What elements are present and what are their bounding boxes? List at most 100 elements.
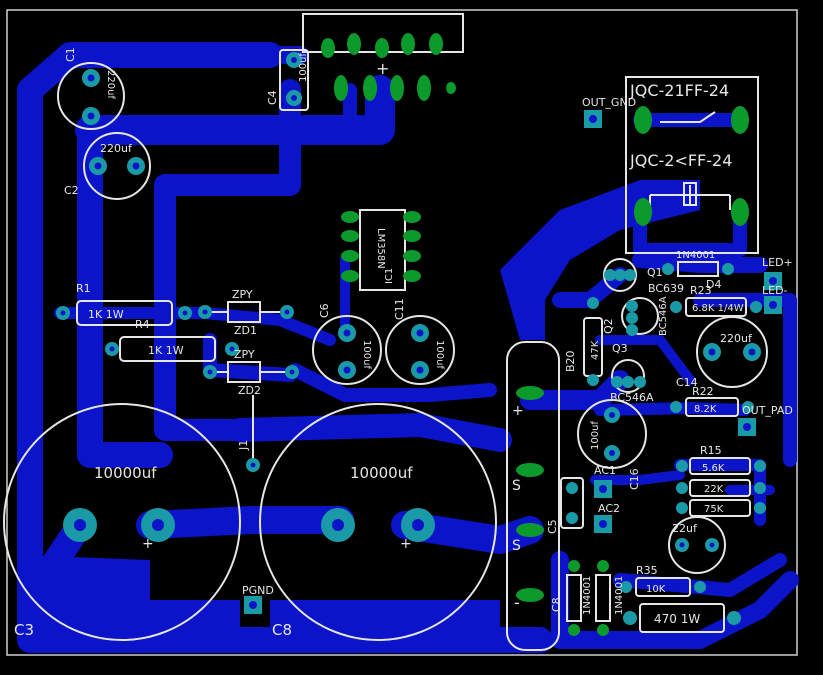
q2-label: Q2 bbox=[602, 318, 615, 334]
c6-label: C6 bbox=[318, 303, 331, 318]
ic1-value: LM358N bbox=[375, 228, 386, 269]
bridge-minus-label: - bbox=[514, 593, 520, 612]
c11-outline bbox=[385, 315, 455, 385]
c3-plus-label: + bbox=[142, 536, 154, 552]
led-minus-label: LED- bbox=[762, 284, 788, 297]
ic1-outline bbox=[359, 209, 406, 291]
c11-label: C11 bbox=[393, 298, 406, 320]
q3-label: Q3 bbox=[612, 342, 628, 355]
d-1n4001b-value: 1N4001 bbox=[614, 576, 625, 615]
ic1-label: IC1 bbox=[384, 268, 395, 284]
q1-value: BC639 bbox=[648, 282, 684, 295]
r20-value: 47K bbox=[590, 340, 601, 360]
c8-plus-label: + bbox=[400, 536, 412, 552]
c1-value: 220uf bbox=[105, 70, 116, 99]
relay-outline bbox=[625, 76, 759, 254]
c11-value: 100uf bbox=[434, 340, 445, 369]
pgnd-label: PGND bbox=[242, 584, 274, 597]
header-plus-label: + bbox=[376, 59, 389, 78]
board-outline bbox=[6, 9, 798, 656]
copper-layer bbox=[17, 42, 799, 653]
c4-outline bbox=[279, 49, 309, 111]
pads-layer bbox=[56, 33, 782, 636]
zd1-label: ZD1 bbox=[234, 324, 257, 337]
c16-value: 100uf bbox=[590, 421, 601, 450]
d-1n4001a-value: 1N4001 bbox=[582, 576, 593, 615]
c1-label: C1 bbox=[64, 47, 77, 62]
zpy2-label: ZPY bbox=[234, 348, 255, 361]
r23-outline bbox=[685, 297, 747, 317]
q2-outline bbox=[621, 297, 659, 335]
c14-value: 220uf bbox=[720, 332, 753, 345]
ac1-label: AC1 bbox=[594, 464, 616, 477]
r4-value: 1K 1W bbox=[148, 344, 184, 357]
r22-outline bbox=[685, 397, 739, 417]
r-low-outline bbox=[689, 499, 751, 517]
b20-label: B20 bbox=[564, 350, 577, 372]
c3-label: C3 bbox=[14, 621, 34, 639]
c6-value: 100uf bbox=[361, 340, 372, 369]
r4-outline bbox=[119, 336, 216, 362]
r22-label: R22 bbox=[692, 385, 714, 398]
r23-label: R23 bbox=[690, 284, 712, 297]
ac2-label: AC2 bbox=[598, 502, 620, 515]
zpy1-label: ZPY bbox=[232, 288, 253, 301]
c16-outline bbox=[577, 399, 647, 469]
r470-outline bbox=[639, 603, 725, 633]
c3-outline bbox=[3, 403, 241, 641]
r-mid-value: 22K bbox=[704, 484, 724, 495]
c4-value: 100uf bbox=[298, 53, 309, 82]
bridge-s1-label: S bbox=[512, 478, 521, 494]
d4-outline bbox=[677, 261, 719, 277]
r1-value: 1K 1W bbox=[88, 308, 124, 321]
r15-outline bbox=[689, 457, 751, 475]
out-pad-label: OUT_PAD bbox=[742, 404, 793, 417]
r35-value: 10K bbox=[646, 584, 666, 595]
relay-top-label: JQC-21FF-24 bbox=[629, 81, 729, 100]
cap-big1-value: 10000uf bbox=[94, 464, 157, 482]
led-plus-label: LED+ bbox=[762, 256, 793, 269]
cap-big2-value: 10000uf bbox=[350, 464, 413, 482]
c22-value: 22uf bbox=[672, 522, 698, 535]
c6-outline bbox=[312, 315, 382, 385]
bridge-outline bbox=[506, 341, 560, 651]
r-low-value: 75K bbox=[704, 504, 724, 515]
r23-value: 6.8K 1/4W bbox=[692, 303, 744, 314]
q1-label: Q1 bbox=[647, 266, 663, 279]
j1-label: J1 bbox=[237, 440, 250, 451]
r35-outline bbox=[635, 577, 691, 597]
r22-value: 8.2K bbox=[694, 404, 717, 415]
c2-label: C2 bbox=[64, 184, 79, 197]
r15-label: R15 bbox=[700, 444, 722, 457]
c5-label: C5 bbox=[546, 519, 559, 534]
r1-label: R1 bbox=[76, 282, 91, 295]
c4-label: C4 bbox=[266, 90, 279, 105]
q3-value: BC546A bbox=[610, 391, 654, 404]
c8-label: C8 bbox=[272, 621, 292, 639]
c5-outline bbox=[560, 477, 584, 529]
bridge-s2-label: S bbox=[512, 538, 521, 554]
silkscreen-layer bbox=[3, 13, 768, 651]
silk-text-layer: JQC-21FF-24 JQC-2<FF-24 OUT_GND OUT_PAD … bbox=[14, 47, 793, 639]
bridge-plus-label: + bbox=[512, 403, 524, 419]
d1n4001b-outline bbox=[595, 574, 611, 622]
r470-value: 470 1W bbox=[654, 612, 700, 626]
r-mid-outline bbox=[689, 479, 751, 497]
d1n4001a-outline bbox=[566, 574, 582, 622]
c16-label: C16 bbox=[628, 468, 641, 490]
r1-outline bbox=[76, 300, 173, 326]
c14-label: C14 bbox=[676, 376, 698, 389]
relay-bottom-label: JQC-2<FF-24 bbox=[629, 151, 732, 170]
q2-value: BC546A bbox=[658, 296, 669, 336]
d4-label: D4 bbox=[706, 278, 721, 291]
c8-outline bbox=[259, 403, 497, 641]
r4-label: R4 bbox=[135, 318, 150, 331]
zd2-label: ZD2 bbox=[238, 384, 261, 397]
out-gnd-label: OUT_GND bbox=[582, 96, 636, 109]
q3-outline bbox=[611, 359, 645, 393]
c2-value: 220uf bbox=[100, 142, 133, 155]
c2-outline bbox=[83, 132, 151, 200]
c8-small-label: C8 bbox=[550, 597, 563, 612]
c1-outline bbox=[57, 62, 125, 130]
